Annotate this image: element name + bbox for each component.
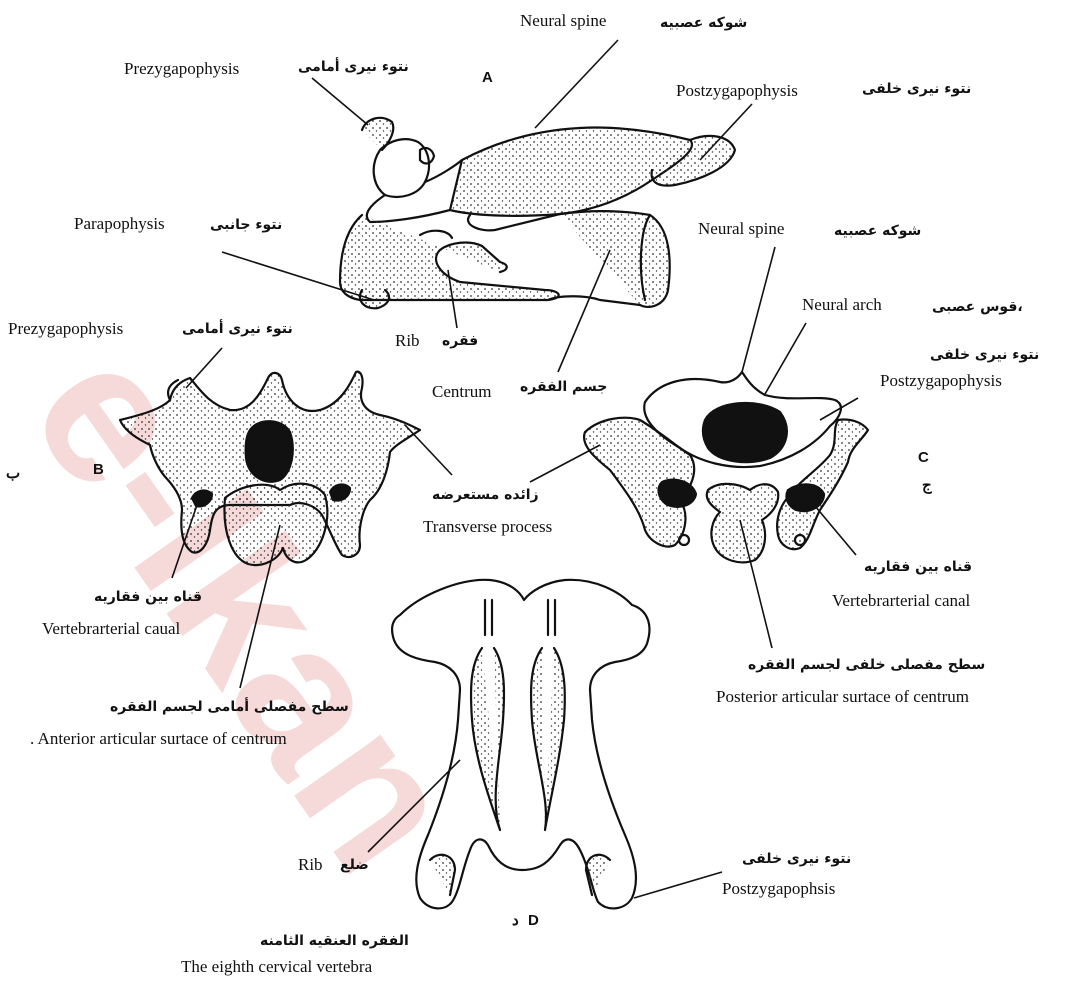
label-neural-arch-ar: قوس عصبى، xyxy=(932,300,1023,314)
label-centrum-en: Centrum xyxy=(432,383,492,400)
leader-neural-spine-c xyxy=(742,247,775,372)
label-rib-d-ar: ضلع xyxy=(340,858,369,872)
leader-vert-canal-c xyxy=(810,500,856,555)
vertebra-posterior-view xyxy=(584,372,868,562)
panel-letter-c: C xyxy=(918,450,929,465)
panel-letter-c-ar: ج xyxy=(922,478,932,493)
leader-centrum xyxy=(558,250,610,372)
label-prezyg-b-en: Prezygapophysis xyxy=(8,320,123,337)
vertebra-lateral-view xyxy=(340,118,735,308)
label-neural-arch-en: Neural arch xyxy=(802,296,882,313)
label-vert-canal-b-en: Vertebrarterial caual xyxy=(42,620,180,637)
panel-letter-d-ar: د xyxy=(512,913,519,928)
label-postzyg-c-en: Postzygapophysis xyxy=(880,372,1002,389)
label-centrum-ar: جسم الفقره xyxy=(520,380,607,394)
leader-neural-spine-a xyxy=(535,40,618,128)
label-neural-spine-c-ar: شوكه عصبيه xyxy=(834,224,921,238)
label-neural-spine-a-ar: شوكه عصبيه xyxy=(660,16,747,30)
label-neural-spine-c-en: Neural spine xyxy=(698,220,784,237)
leader-transverse-c xyxy=(530,445,600,482)
label-postzyg-d-en: Postzygapophsis xyxy=(722,880,835,897)
label-post-artic-ar: سطح مفصلى خلفى لجسم الفقره xyxy=(748,658,985,672)
label-prezyg-a-en: Prezygapophysis xyxy=(124,60,239,77)
label-postzyg-a-en: Postzygapophysis xyxy=(676,82,798,99)
panel-letter-a: A xyxy=(482,70,493,85)
label-rib-d-en: Rib xyxy=(298,856,323,873)
panel-letter-d: D xyxy=(528,913,539,928)
leader-neural-arch xyxy=(765,323,806,394)
label-rib-a-en: Rib xyxy=(395,332,420,349)
panel-letter-b: B xyxy=(93,462,104,477)
label-vert-canal-c-en: Vertebrarterial canal xyxy=(832,592,970,609)
leader-postzyg-d xyxy=(634,872,722,898)
label-prezyg-a-ar: نتوء نيرى أمامى xyxy=(298,60,409,74)
label-transverse-en: Transverse process xyxy=(423,518,552,535)
label-postzyg-d-ar: نتوء نيرى خلفى xyxy=(742,852,851,866)
leader-transverse-b xyxy=(405,425,452,475)
label-postzyg-a-ar: نتوء نيرى خلفى xyxy=(862,82,971,96)
label-prezyg-b-ar: نتوء نيرى أمامى xyxy=(182,322,293,336)
label-vert-canal-c-ar: قناه بين فقاريه xyxy=(864,560,972,574)
panel-letter-b-ar: ب xyxy=(6,466,20,481)
leader-prezyg-a xyxy=(312,78,368,125)
caption-eighth-ar: الفقره العنقيه الثامنه xyxy=(260,934,409,948)
label-postzyg-c-ar: نتوء نيرى خلفى xyxy=(930,348,1039,362)
label-transverse-ar: زائده مستعرضه xyxy=(432,488,539,502)
label-parapophysis-ar: نتوء جانبى xyxy=(210,218,282,232)
label-parapophysis-en: Parapophysis xyxy=(74,215,165,232)
label-rib-a-ar: فقره xyxy=(442,334,478,348)
label-vert-canal-b-ar: قناه بين فقاريه xyxy=(94,590,202,604)
label-ant-artic-en: . Anterior articular surtace of centrum xyxy=(30,730,287,747)
caption-eighth-en: The eighth cervical vertebra xyxy=(181,958,372,975)
label-neural-spine-a-en: Neural spine xyxy=(520,12,606,29)
label-post-artic-en: Posterior articular surtace of centrum xyxy=(716,688,969,705)
label-ant-artic-ar: سطح مفصلى أمامى لجسم الفقره xyxy=(110,700,349,714)
